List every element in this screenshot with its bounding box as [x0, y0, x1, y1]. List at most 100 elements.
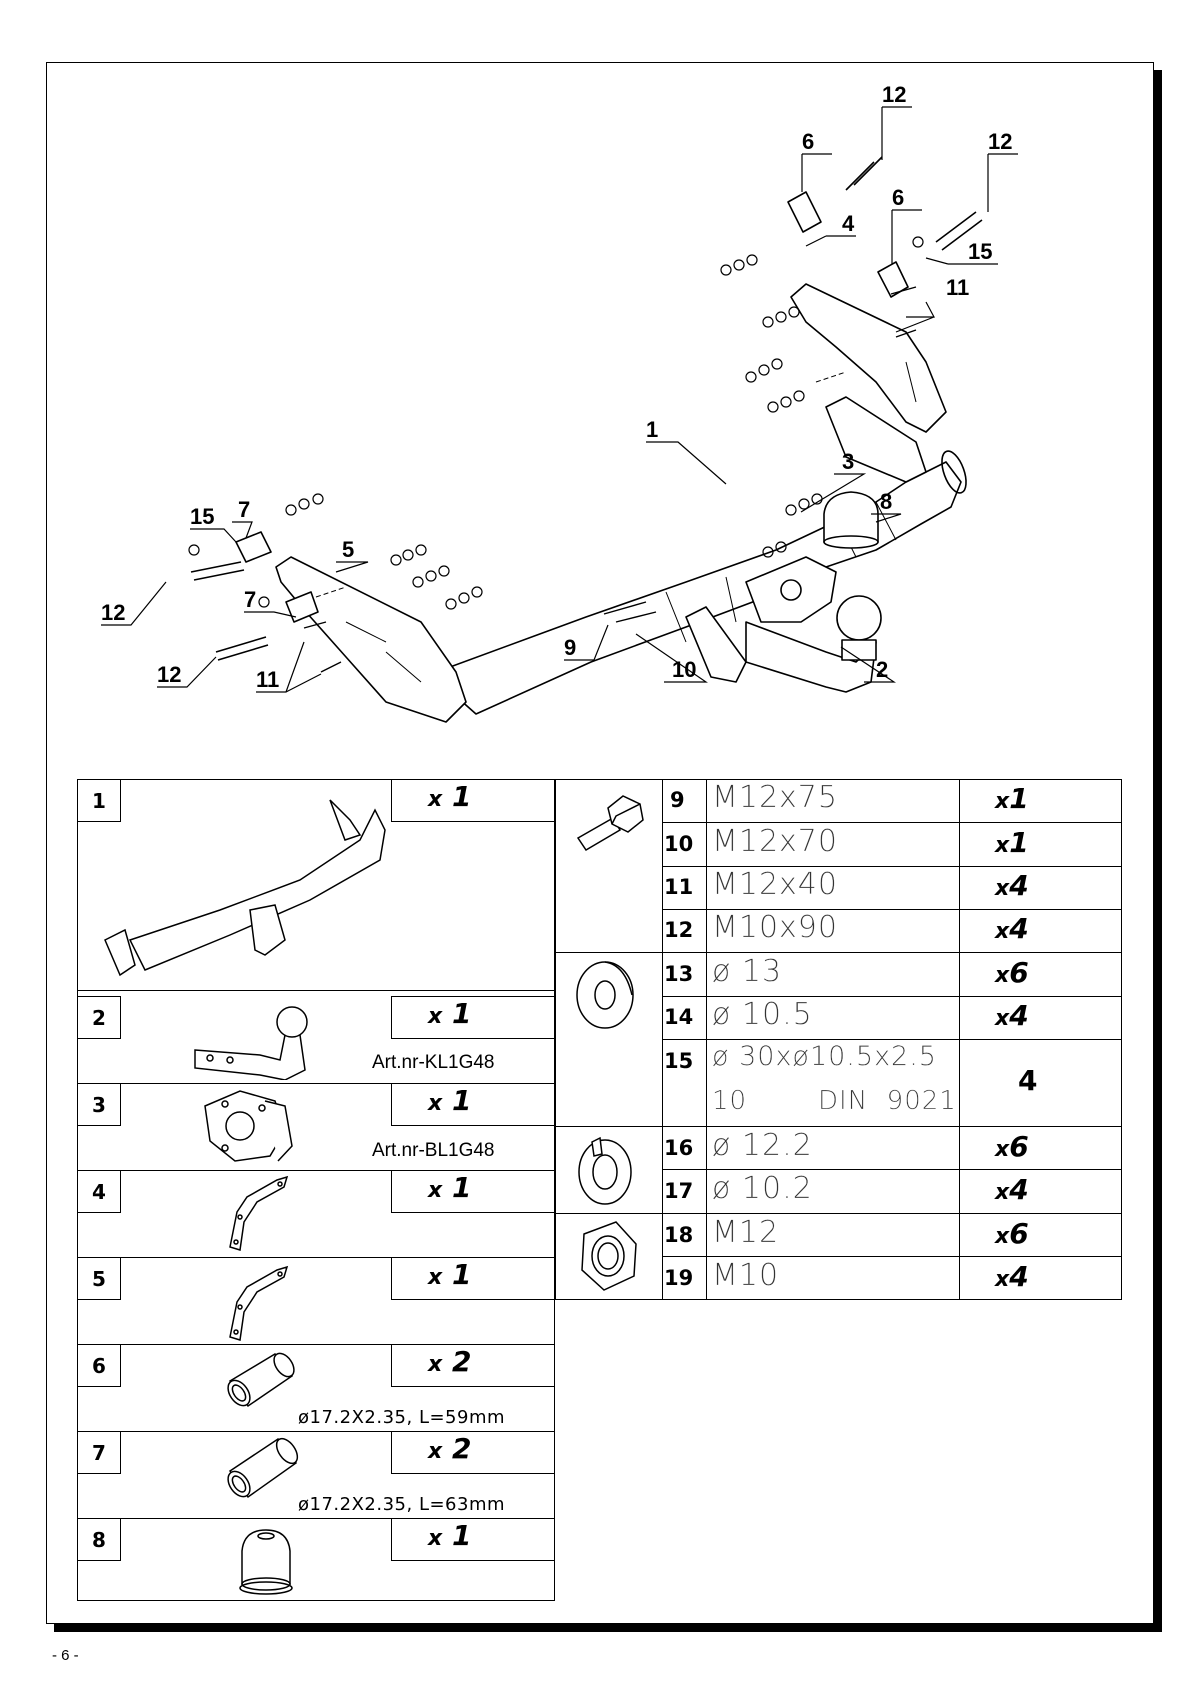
spring-washer-icon — [578, 1136, 632, 1205]
callout-12: 12 — [882, 82, 906, 107]
fastener-14-spec: ø 10.5 — [712, 997, 813, 1032]
bracket-right — [790, 283, 947, 433]
callout-6: 6 — [802, 129, 814, 154]
page-frame — [46, 62, 1154, 1624]
frame-shadow-right — [1154, 70, 1162, 1632]
fastener-17-spec: ø 10.2 — [712, 1171, 813, 1206]
row-1-number: 1 — [92, 789, 106, 813]
row-6-spec: ø17.2X2.35, L=59mm — [298, 1407, 506, 1428]
ball-cover — [823, 491, 879, 543]
callout-3: 3 — [842, 449, 854, 474]
fastener-16-spec: ø 12.2 — [712, 1128, 813, 1163]
fastener-9-qty: x1 — [995, 782, 1029, 815]
fastener-14-qty: x4 — [995, 999, 1029, 1032]
row-5-number: 5 — [92, 1267, 106, 1291]
socket-plate-thumbnail — [204, 1090, 293, 1162]
long-bolts — [190, 156, 983, 661]
fastener-15-qty: 4 — [1018, 1064, 1038, 1097]
callout-10: 10 — [672, 657, 696, 682]
fastener-17-qty: x4 — [995, 1173, 1029, 1206]
flat-washer-icon — [576, 961, 634, 1029]
tow-bar-tube — [430, 461, 962, 715]
fastener-10-spec: M12x70 — [712, 824, 838, 859]
fastener-18-spec: M12 — [712, 1215, 780, 1250]
fastener-18-number: 18 — [664, 1223, 694, 1247]
row-3-number: 3 — [92, 1093, 106, 1117]
fastener-16-number: 16 — [664, 1136, 694, 1160]
callout-5: 5 — [342, 537, 354, 562]
fastener-15-spec: ø 30xø10.5x2.5 — [712, 1041, 937, 1072]
fastener-15-spec-line2a: 10 — [712, 1086, 748, 1116]
fastener-13-spec: ø 13 — [712, 954, 783, 989]
fastener-14-number: 14 — [664, 1005, 694, 1029]
row-6-qty: x 2 — [428, 1345, 472, 1378]
row-2-qty: x 1 — [428, 997, 472, 1030]
spacer-6-thumbnail — [227, 1352, 295, 1408]
row-5-qty: x 1 — [428, 1258, 472, 1291]
fastener-11-spec: M12x40 — [712, 867, 838, 902]
row-3-qty: x 1 — [428, 1084, 472, 1117]
fastener-16-qty: x6 — [995, 1130, 1029, 1163]
fastener-17-number: 17 — [664, 1179, 694, 1203]
callout-12: 12 — [101, 600, 125, 625]
towbar-thumbnail — [104, 799, 386, 977]
row-3-article: Art.nr-BL1G48 — [372, 1140, 495, 1161]
fastener-19-number: 19 — [664, 1266, 694, 1290]
callout-6: 6 — [892, 185, 904, 210]
bracket-left — [275, 556, 467, 723]
fastener-15-number: 15 — [664, 1049, 694, 1073]
spacer-7-thumbnail — [227, 1437, 299, 1499]
callout-4: 4 — [842, 211, 855, 236]
fastener-9-number: 9 — [670, 788, 685, 812]
row-2-number: 2 — [92, 1006, 106, 1030]
fastener-12-qty: x4 — [995, 912, 1029, 945]
spacer-tubes — [235, 191, 909, 623]
row-8-qty: x 1 — [428, 1519, 472, 1552]
bolt-icon — [576, 795, 644, 852]
callout-2: 2 — [876, 657, 888, 682]
fastener-18-qty: x6 — [995, 1217, 1029, 1250]
row-7-qty: x 2 — [428, 1432, 472, 1465]
callout-15: 15 — [190, 504, 214, 529]
row-7-number: 7 — [92, 1441, 106, 1465]
fastener-19-spec: M10 — [712, 1258, 780, 1293]
row-6-number: 6 — [92, 1354, 106, 1378]
bracket-5-thumbnail — [229, 1265, 289, 1341]
fastener-13-qty: x6 — [995, 956, 1029, 989]
row-7-spec: ø17.2X2.35, L=63mm — [298, 1494, 506, 1515]
fastener-19-qty: x4 — [995, 1260, 1029, 1293]
row-8-number: 8 — [92, 1528, 106, 1552]
callout-11: 11 — [946, 275, 969, 300]
towball-thumbnail — [194, 1006, 308, 1080]
callout-11: 11 — [256, 667, 279, 692]
callout-12: 12 — [988, 129, 1012, 154]
page-number: - 6 - — [52, 1647, 79, 1664]
fastener-13-number: 13 — [664, 962, 694, 986]
row-4-qty: x 1 — [428, 1171, 472, 1204]
ball-cover-thumbnail — [239, 1529, 293, 1595]
fastener-12-number: 12 — [664, 918, 694, 942]
fastener-15-spec-line2b: DIN 9021 — [818, 1086, 957, 1116]
callout-8: 8 — [880, 489, 892, 514]
fastener-10-number: 10 — [664, 832, 694, 856]
nuts-washers — [188, 236, 924, 610]
socket-plate — [745, 556, 837, 623]
callout-7: 7 — [244, 587, 256, 612]
callout-7: 7 — [238, 497, 250, 522]
row-2-article: Art.nr-KL1G48 — [372, 1052, 495, 1073]
frame-shadow-bottom — [54, 1624, 1162, 1632]
exploded-assembly-drawing: 12 6 12 6 4 15 11 1 3 8 15 7 5 7 12 12 1… — [101, 82, 1018, 723]
row-4-number: 4 — [92, 1180, 106, 1204]
callout-15: 15 — [968, 239, 992, 264]
hex-nut-icon — [581, 1221, 637, 1291]
bracket-4-thumbnail — [229, 1175, 289, 1251]
callout-1: 1 — [646, 417, 658, 442]
callout-9: 9 — [564, 635, 576, 660]
fastener-10-qty: x1 — [995, 826, 1029, 859]
fastener-12-spec: M10x90 — [712, 910, 838, 945]
fastener-11-number: 11 — [664, 875, 694, 899]
callout-12: 12 — [157, 662, 181, 687]
row-1-qty: x 1 — [428, 780, 472, 813]
fastener-11-qty: x4 — [995, 869, 1029, 902]
fastener-9-spec: M12x75 — [712, 780, 838, 815]
